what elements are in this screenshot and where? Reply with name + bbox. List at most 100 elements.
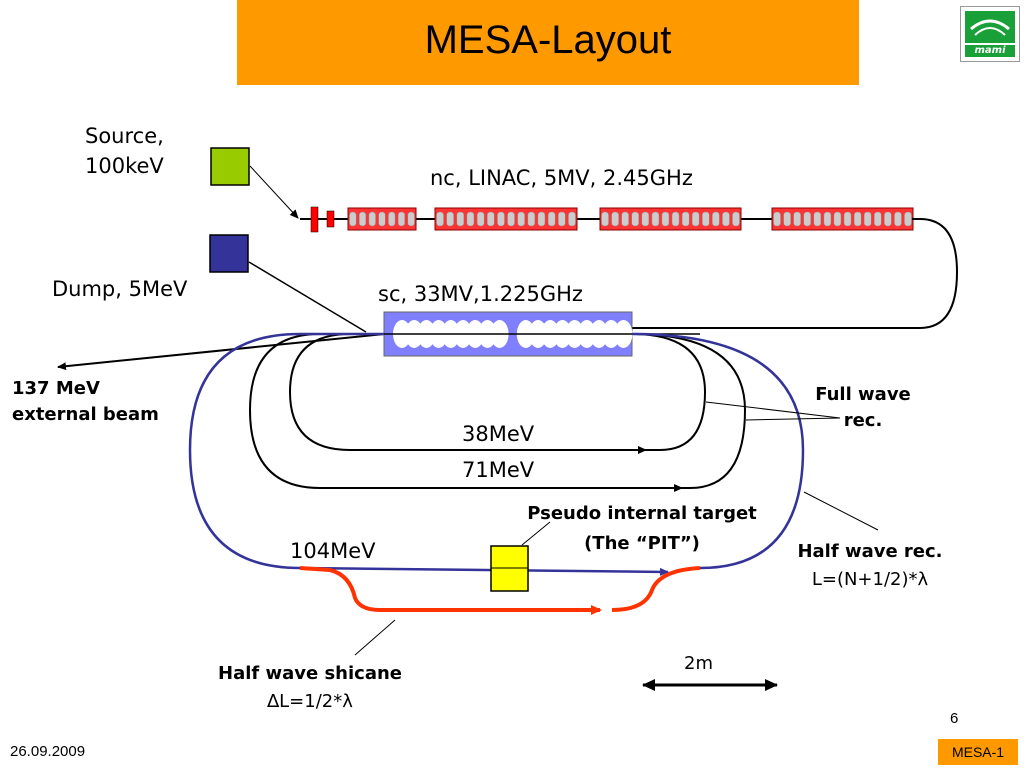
half-wave-line2: L=(N+1/2)*λ [811, 569, 929, 590]
linac-cell [557, 211, 566, 227]
linac-cell [466, 211, 475, 227]
title-bar: MESA-Layout [237, 0, 859, 85]
external-beam-line1: 137 MeV [12, 378, 100, 399]
shicane-callout [354, 619, 396, 656]
shicane-line2: ∆L=1/2*λ [267, 691, 353, 712]
linac-cell [783, 211, 791, 227]
linac-section-2 [434, 207, 578, 231]
linac-cell [863, 211, 872, 227]
linac-cell [568, 211, 576, 227]
linac-cell [378, 211, 386, 227]
linac-cell [537, 211, 546, 227]
linac-cell [732, 211, 740, 227]
full-wave-label: Full wave rec. [808, 382, 918, 434]
linac-cell [884, 211, 892, 227]
source-box [210, 147, 250, 186]
half-wave-shicane [299, 566, 602, 615]
linac-cell [631, 211, 640, 227]
linac-cell [803, 211, 812, 227]
shicane-label: Half wave shicane ∆L=1/2*λ [190, 660, 430, 716]
pit-label-line2: (The “PIT”) [584, 533, 700, 554]
full-wave-line1: Full wave [815, 384, 911, 405]
linac-cell [833, 211, 842, 227]
linac-cell [873, 211, 882, 227]
logo-text: mami [965, 45, 1015, 57]
footer-date: 26.09.2009 [10, 743, 86, 760]
full-wave-callout-2 [745, 417, 841, 421]
linac-cell [497, 211, 505, 227]
linac-cell [681, 211, 690, 227]
linac-section-3 [599, 207, 742, 231]
sc-label: sc, 33MV,1.225GHz [378, 282, 583, 306]
linac-cell [843, 211, 852, 227]
linac-cell [621, 211, 629, 227]
scale-label: 2m [684, 653, 713, 674]
linac-cell [611, 211, 619, 227]
dump-box [209, 234, 249, 273]
half-wave-label: Half wave rec. L=(N+1/2)*λ [776, 538, 964, 594]
recirculation-38mev [288, 333, 707, 451]
linac-cell [722, 211, 730, 227]
linac-cell [446, 211, 454, 227]
linac-cell [349, 211, 357, 227]
linac-cell [507, 211, 515, 227]
linac-label: nc, LINAC, 5MV, 2.45GHz [430, 166, 693, 190]
linac-cells [349, 211, 912, 227]
external-beam-line2: external beam [12, 404, 159, 425]
linac-cell [476, 211, 485, 227]
pit-callout [521, 521, 551, 546]
injector-element-1 [310, 206, 319, 233]
footer-tag: MESA-1 [938, 739, 1018, 765]
dump-pointer-line [248, 261, 367, 333]
linac-cell [358, 211, 367, 227]
source-label-line1: Source, [85, 124, 164, 148]
shicane-line1: Half wave shicane [218, 663, 402, 684]
linac-cell [661, 211, 670, 227]
linac-cell [407, 211, 415, 227]
linac-cell [486, 211, 495, 227]
half-wave-line1: Half wave rec. [797, 541, 943, 562]
linac-cell [691, 211, 700, 227]
half-wave-shicane-return [611, 566, 701, 612]
half-wave-callout [803, 491, 879, 531]
linac-cell [436, 211, 444, 227]
linac-section-4 [771, 207, 914, 231]
source-label-line2: 100keV [85, 154, 164, 178]
energy-38mev-label: 38MeV [462, 422, 535, 446]
linac-cell [601, 211, 609, 227]
full-wave-line2: rec. [843, 410, 883, 431]
linac-cell [773, 211, 781, 227]
linac-cell [671, 211, 680, 227]
linac-cell [894, 211, 902, 227]
linac-cell [651, 211, 660, 227]
linac-cell [793, 211, 801, 227]
energy-104mev-label: 104MeV [290, 539, 376, 563]
full-wave-callout-1 [705, 401, 841, 419]
dump-label: Dump, 5MeV [52, 277, 188, 301]
linac-cell [701, 211, 710, 227]
linac-cell [813, 211, 822, 227]
source-label: Source, 100keV [85, 121, 164, 181]
linac-cell [397, 211, 406, 227]
arrow-104mev [299, 566, 669, 576]
linac-return-loop [632, 218, 959, 329]
external-beam-label: 137 MeV external beam [12, 376, 159, 428]
linac-cell [368, 211, 376, 227]
linac-cell [712, 211, 720, 227]
linac-cell [853, 211, 862, 227]
mami-logo-icon: mami [960, 6, 1020, 62]
source-pointer-line [249, 165, 299, 219]
linac-cell [904, 211, 912, 227]
linac-cell [547, 211, 556, 227]
linac-cell [388, 211, 396, 227]
linac-cell [823, 211, 832, 227]
energy-71mev-label: 71MeV [462, 458, 535, 482]
logo-graphic [965, 11, 1015, 43]
external-beam-line [57, 333, 385, 371]
linac-cell [456, 211, 465, 227]
pit-label-line1: Pseudo internal target [527, 503, 757, 524]
linac-cell [527, 211, 536, 227]
page-title: MESA-Layout [424, 18, 672, 62]
linac-cell [641, 211, 650, 227]
